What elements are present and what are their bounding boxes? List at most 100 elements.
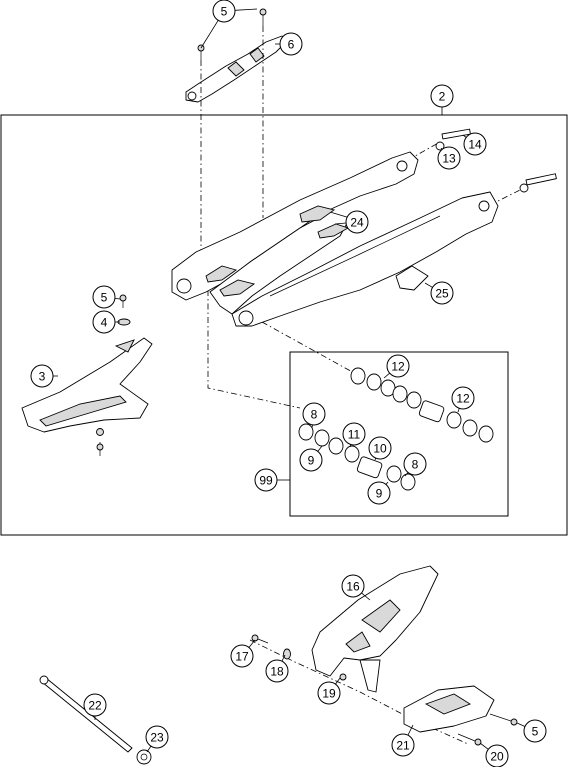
callout-circle — [523, 719, 547, 743]
leader-line — [281, 654, 286, 662]
leader-line — [317, 445, 323, 452]
callout-c12a: 12 — [383, 354, 410, 379]
callout-circle — [485, 744, 509, 767]
callout-c10: 10 — [368, 436, 392, 461]
callout-number: 99 — [259, 474, 273, 488]
callout-c22: 22 — [83, 693, 107, 720]
callout-number: 19 — [322, 687, 336, 701]
callout-c14: 14 — [462, 132, 487, 156]
callout-c6: 6 — [275, 32, 303, 56]
callout-circle — [92, 310, 116, 334]
callout-c20: 20 — [479, 742, 509, 767]
callout-circle — [463, 132, 487, 156]
callout-circle — [430, 84, 454, 108]
callout-circle — [342, 422, 366, 446]
callout-c19: 19 — [317, 677, 341, 705]
callout-c2: 2 — [430, 84, 454, 115]
callout-circle — [367, 481, 391, 505]
chain-guide-lower-part — [311, 565, 439, 693]
callout-circle — [391, 733, 415, 757]
callout-number: 23 — [150, 731, 164, 745]
callout-circle — [299, 448, 323, 472]
swingarm-part — [171, 151, 499, 327]
callout-number: 14 — [468, 138, 482, 152]
axle-bolt-upper — [435, 128, 471, 151]
callout-number: 4 — [101, 316, 108, 330]
callout-number: 21 — [396, 739, 410, 753]
callout-circle — [317, 681, 341, 705]
leader-line — [516, 722, 526, 727]
axle-bolt-lower — [519, 173, 557, 193]
axis-line-pivot-upper — [261, 321, 357, 375]
callout-circle — [430, 281, 454, 305]
callout-c12b: 12 — [451, 386, 475, 413]
callout-circle — [437, 146, 461, 170]
callout-number: 3 — [39, 370, 46, 384]
callout-c21: 21 — [391, 724, 415, 757]
screw-20 — [457, 733, 482, 746]
leader-line — [424, 282, 433, 288]
callout-circle — [403, 452, 427, 476]
axle-nut-part — [136, 749, 152, 765]
callout-circle — [145, 725, 169, 749]
callout-c24: 24 — [334, 210, 369, 234]
callout-c16: 16 — [341, 574, 371, 601]
bearing-kit-parts — [298, 367, 494, 491]
callout-number: 22 — [88, 699, 102, 713]
callout-c9a: 9 — [299, 445, 323, 472]
callout-c8b: 8 — [403, 452, 427, 477]
callout-circle — [341, 574, 365, 598]
callout-number: 11 — [348, 428, 361, 442]
callout-c18: 18 — [265, 654, 289, 683]
callout-c11: 11 — [342, 422, 366, 448]
callout-c5a: 5 — [200, 0, 258, 49]
callout-number: 12 — [456, 392, 470, 406]
leader-line — [383, 372, 390, 379]
callout-c17: 17 — [230, 639, 256, 668]
callout-c99: 99 — [254, 468, 290, 492]
callout-c8a: 8 — [302, 402, 326, 429]
leader-line — [457, 408, 460, 413]
leader-line — [361, 592, 371, 601]
chain-guide-block-part — [403, 685, 495, 733]
assembly-frame — [0, 114, 568, 536]
callout-number: 10 — [373, 442, 387, 456]
callout-number: 16 — [346, 580, 360, 594]
leader-line — [404, 472, 409, 477]
callout-number: 12 — [391, 360, 405, 374]
screw-5-lower — [489, 713, 518, 726]
callout-circle — [30, 364, 54, 388]
callout-circle — [254, 468, 278, 492]
callout-number: 5 — [101, 291, 108, 305]
callout-circle — [368, 436, 392, 460]
callout-number: 25 — [435, 287, 449, 301]
callout-circle — [265, 659, 289, 683]
leader-line — [407, 724, 414, 736]
leader-line — [146, 745, 152, 753]
callout-circle — [451, 386, 475, 410]
callout-number: 5 — [532, 725, 539, 739]
washer-18 — [283, 648, 291, 660]
callout-c4: 4 — [92, 310, 120, 334]
leader-line — [479, 742, 489, 750]
callout-circle — [83, 693, 107, 717]
screw-guard-upper — [119, 294, 127, 308]
callout-c3: 3 — [30, 364, 58, 388]
axis-line-axle-upper — [407, 141, 441, 161]
chain-guide-part — [185, 35, 287, 103]
leader-line — [335, 677, 341, 685]
leader-line — [462, 134, 467, 138]
leader-line — [114, 297, 121, 300]
leader-line — [200, 20, 219, 49]
callout-number: 17 — [235, 650, 249, 664]
leader-line — [385, 481, 389, 485]
screw-top-right — [259, 8, 267, 26]
callout-number: 5 — [221, 5, 228, 19]
callout-circle — [279, 32, 303, 56]
callout-number: 9 — [308, 454, 315, 468]
callout-number: 2 — [439, 90, 446, 104]
nut-19 — [339, 673, 347, 681]
axis-line-pivot-lower — [207, 290, 301, 409]
